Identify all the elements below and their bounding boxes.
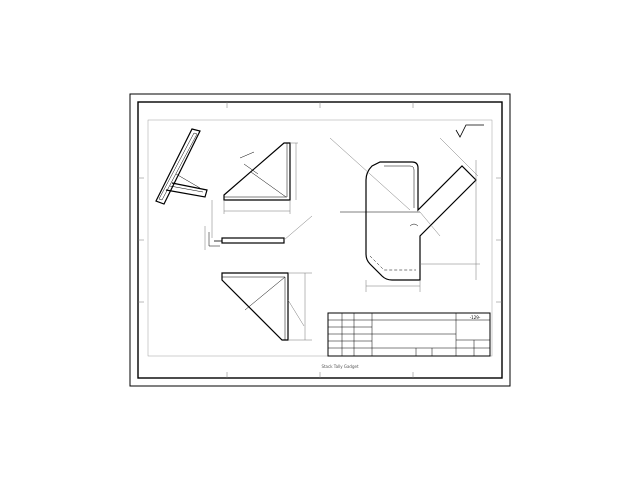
inner-border bbox=[137, 101, 503, 379]
isometric-view bbox=[155, 128, 208, 205]
bottom-view bbox=[221, 272, 312, 341]
surface-finish-icon bbox=[455, 124, 484, 138]
outer-border bbox=[129, 93, 511, 387]
title-block: -129- bbox=[327, 312, 491, 357]
edge-view bbox=[204, 200, 313, 250]
zone-ticks bbox=[138, 102, 502, 378]
title-block-code: -129- bbox=[470, 315, 481, 320]
zone-frame bbox=[147, 119, 493, 357]
flat-pattern-view bbox=[329, 137, 480, 292]
front-view bbox=[223, 142, 298, 214]
footer-note: Stack Tally Gadget bbox=[321, 364, 359, 369]
